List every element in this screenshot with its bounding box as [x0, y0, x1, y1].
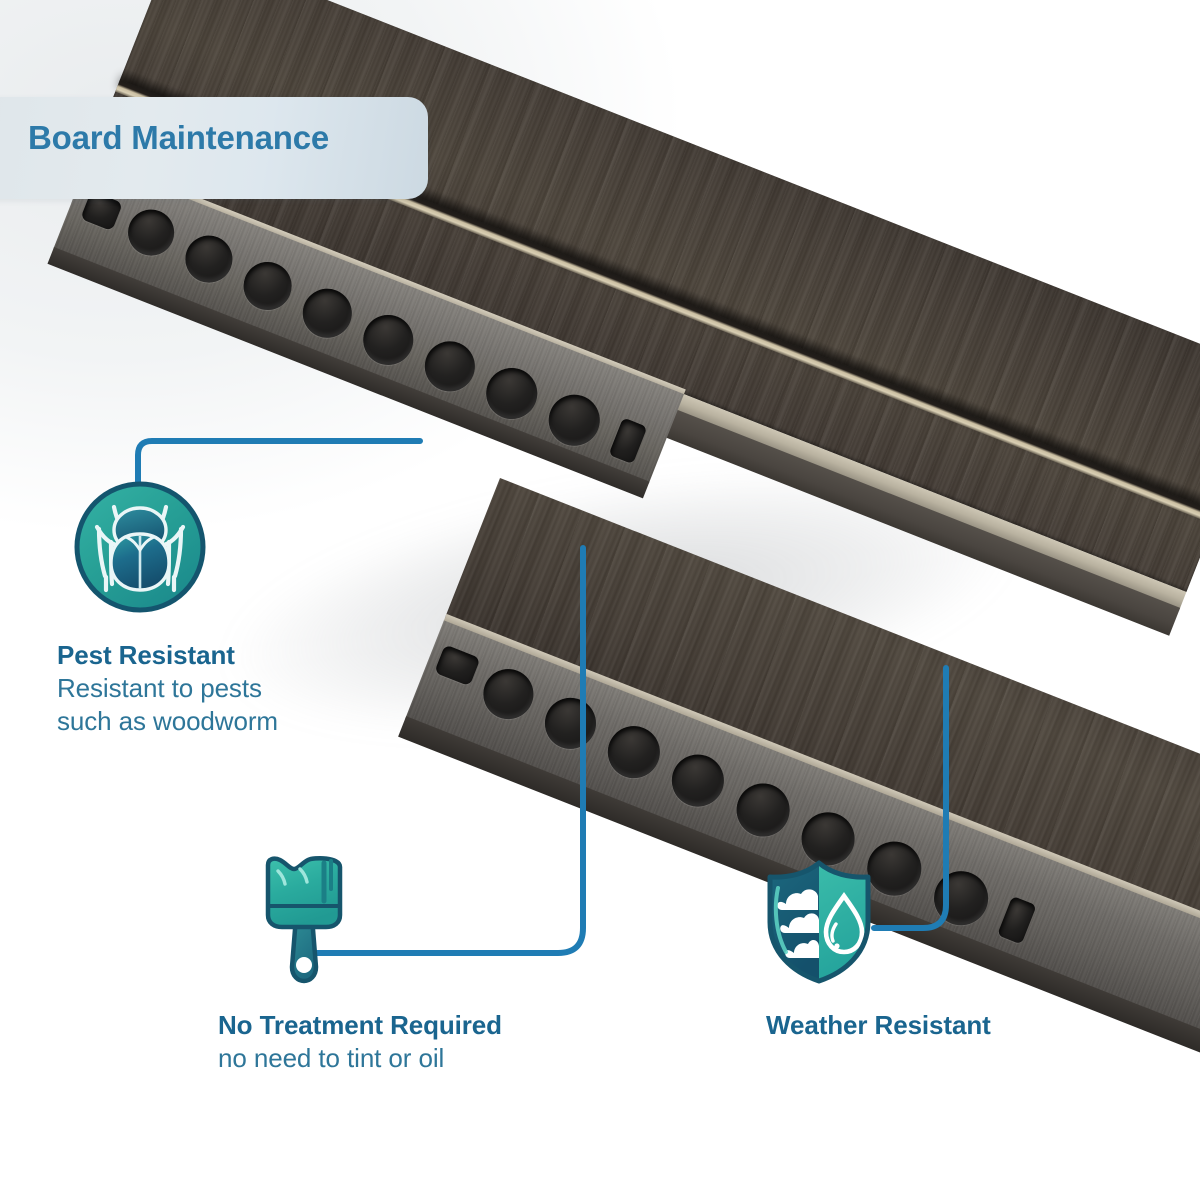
- beetle-icon[interactable]: [73, 480, 207, 614]
- chamber-hole: [728, 775, 798, 845]
- paintbrush-icon[interactable]: [252, 855, 356, 985]
- chamber-slot: [434, 644, 481, 687]
- title-badge: Board Maintenance: [0, 97, 428, 199]
- chamber-hole: [926, 863, 997, 934]
- chamber-hole: [236, 254, 299, 318]
- cloud-icon: [785, 940, 819, 958]
- feature-title: Pest Resistant: [57, 640, 235, 670]
- chamber-hole: [664, 746, 732, 815]
- paintbrush-handle-hole: [296, 957, 312, 973]
- feature-subtitle-line: no need to tint or oil: [218, 1042, 445, 1073]
- chamber-hole: [295, 281, 360, 346]
- chamber-hole: [417, 333, 483, 399]
- shield-weather-icon[interactable]: [756, 860, 882, 984]
- chamber-slot: [608, 417, 648, 465]
- water-droplet-icon: [823, 892, 865, 955]
- chamber-hole: [121, 202, 181, 263]
- droplet-dot: [834, 943, 840, 949]
- feature-subtitle-line: Resistant to pests: [57, 672, 262, 703]
- shield-outline: [767, 860, 871, 984]
- chamber-hole: [355, 307, 421, 373]
- feature-pest-resistant: Pest Resistant Resistant to pests such a…: [57, 640, 278, 738]
- cloud-icon: [777, 889, 818, 910]
- chamber-slot: [997, 895, 1037, 945]
- shield-sheen: [773, 886, 788, 954]
- cloud-group: [777, 889, 819, 958]
- cloud-icon: [780, 913, 819, 933]
- beetle-shoulder: [125, 535, 155, 553]
- chamber-hole: [178, 228, 240, 290]
- chamber-hole: [537, 690, 604, 757]
- feature-no-treatment-required: No Treatment Required no need to tint or…: [218, 1010, 502, 1075]
- chamber-hole: [478, 360, 545, 427]
- upper-end-face: [53, 159, 684, 484]
- chamber-hole: [600, 718, 668, 786]
- feature-title: Weather Resistant: [766, 1010, 991, 1040]
- upper-end-chambers: [53, 160, 684, 484]
- feature-weather-resistant: Weather Resistant: [766, 1010, 991, 1042]
- chamber-hole: [475, 661, 541, 727]
- paintbrush-highlight: [276, 869, 287, 886]
- paintbrush-highlight: [298, 867, 309, 884]
- feature-title: No Treatment Required: [218, 1010, 502, 1040]
- feature-subtitle-line: such as woodworm: [57, 705, 278, 736]
- droplet-highlight: [830, 922, 838, 943]
- page-title: Board Maintenance: [28, 119, 329, 156]
